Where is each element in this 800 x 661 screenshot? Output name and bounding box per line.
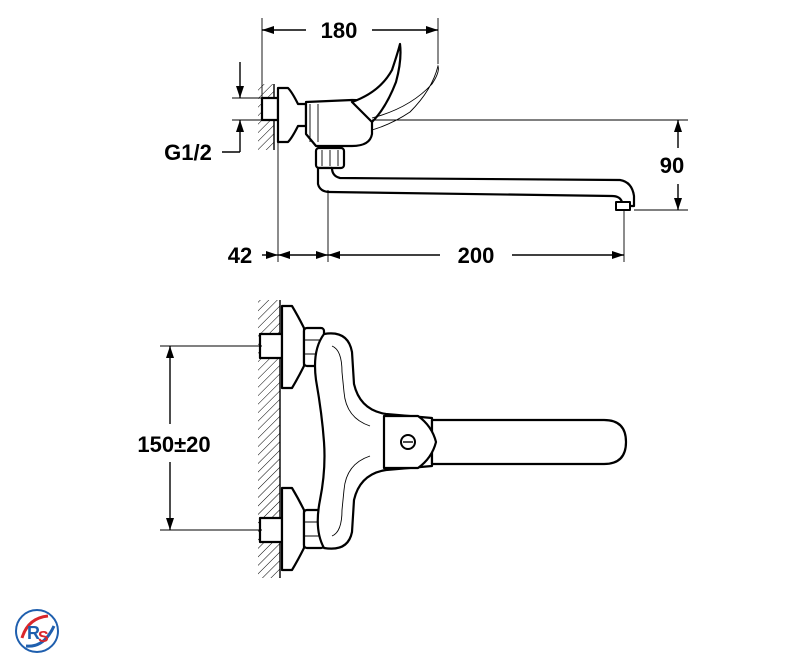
dim-42-label: 42 [228, 243, 252, 268]
dim-90-label: 90 [660, 153, 684, 178]
svg-text:R: R [27, 623, 40, 643]
spout-plan [430, 418, 628, 466]
dim-180-label: 180 [321, 18, 358, 43]
dim-150-label: 150±20 [137, 432, 210, 457]
dimension-180: 180 [261, 18, 439, 98]
dim-200-label: 200 [458, 243, 495, 268]
upper-escutcheon [280, 304, 306, 390]
wall-hatch-bottom [258, 300, 280, 578]
aerator [615, 201, 631, 211]
lower-connector [258, 516, 284, 544]
spout [316, 166, 636, 208]
dimension-42-200: 42 200 [228, 142, 625, 268]
plan-view [258, 300, 628, 578]
dimension-thread: G1/2 [164, 62, 262, 165]
mixer-body-plan [313, 332, 434, 550]
brand-logo: R S [15, 609, 59, 653]
escutcheon [276, 86, 308, 144]
lower-escutcheon [280, 486, 306, 572]
lever-handle [350, 42, 402, 124]
upper-connector [258, 332, 284, 360]
wall-connector [260, 96, 280, 122]
dimension-90: 90 [372, 119, 688, 211]
dim-thread-label: G1/2 [164, 140, 212, 165]
lever-handle-alt-position [371, 64, 439, 131]
side-view [258, 42, 636, 262]
dimension-150: 150±20 [137, 345, 262, 531]
svg-text:S: S [38, 629, 49, 646]
